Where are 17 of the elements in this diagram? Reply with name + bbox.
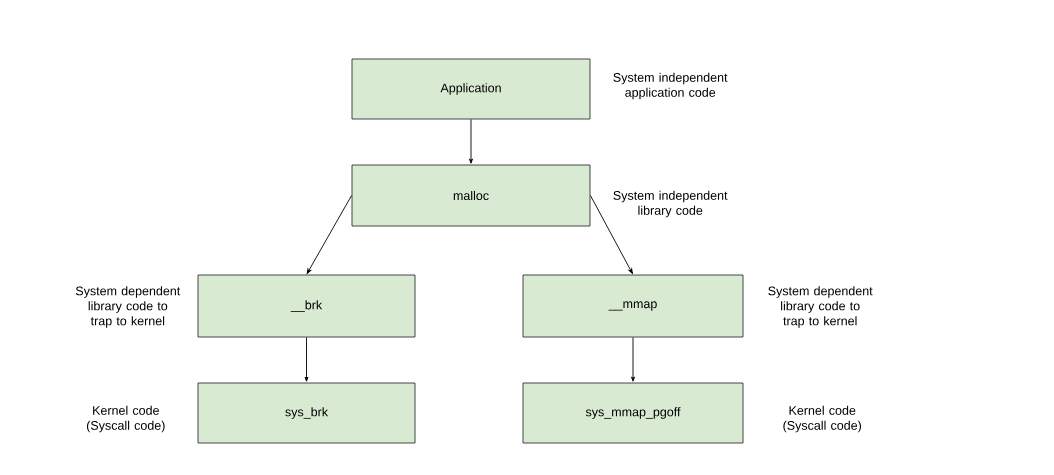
- arrow: [469, 119, 473, 164]
- annotation-text: Kernel code (Syscall code): [87, 405, 165, 433]
- arrow: [306, 195, 352, 274]
- arrow: [590, 195, 633, 274]
- arrow: [631, 337, 635, 382]
- annotation-text: System independent application code: [613, 72, 728, 100]
- process-box: malloc: [351, 164, 591, 227]
- process-box: sys_brk: [197, 382, 416, 444]
- arrow: [304, 337, 309, 382]
- process-box: sys_mmap_pgoff: [522, 382, 744, 444]
- annotation-text: Kernel code (Syscall code): [783, 405, 861, 433]
- process-box: Application: [351, 58, 591, 120]
- process-box: __brk: [197, 274, 416, 338]
- process-box: __mmap: [522, 274, 744, 338]
- annotation-text: System dependent library code to trap to kernel: [75, 286, 181, 328]
- annotation-text: System dependent library code to trap to kernel: [768, 286, 873, 328]
- annotation-text: System independent library code: [613, 190, 728, 218]
